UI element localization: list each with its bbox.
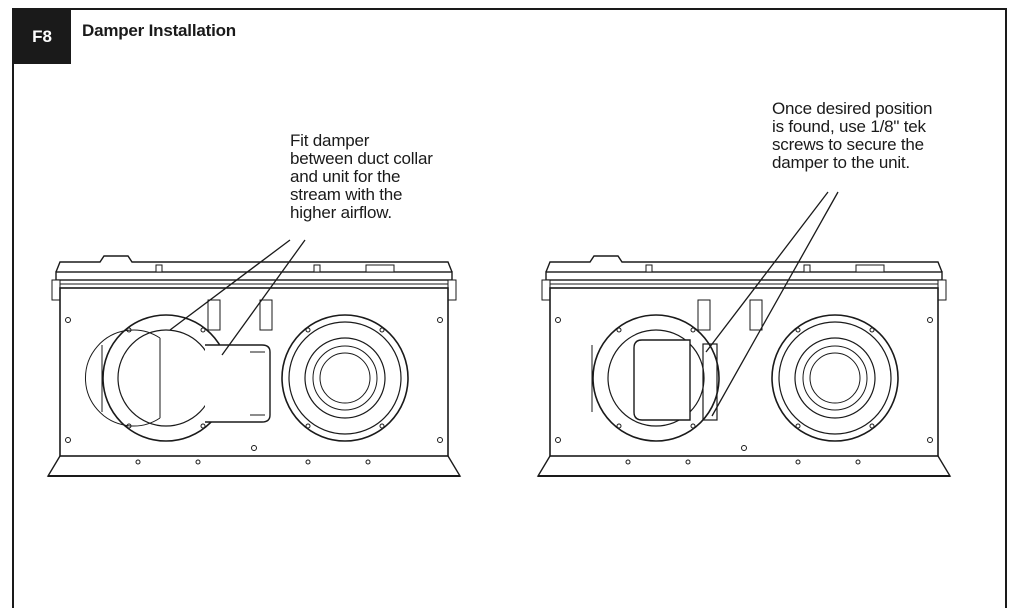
figure-frame [12,8,1007,608]
leader-line-left-2 [221,239,306,356]
callout-fit-damper: Fit damper between duct collar and unit … [290,131,433,222]
leader-line-right-2 [711,191,839,417]
leader-line-left-1 [169,239,291,331]
callout-secure-damper: Once desired position is found, use 1/8"… [772,99,933,172]
figure-tag: F8 [13,9,71,64]
right-unit-illustration [537,255,951,477]
figure-title: Damper Installation [82,21,236,40]
installation-diagram [47,191,951,477]
leader-line-right-1 [705,191,829,353]
left-unit-illustration [47,255,461,477]
